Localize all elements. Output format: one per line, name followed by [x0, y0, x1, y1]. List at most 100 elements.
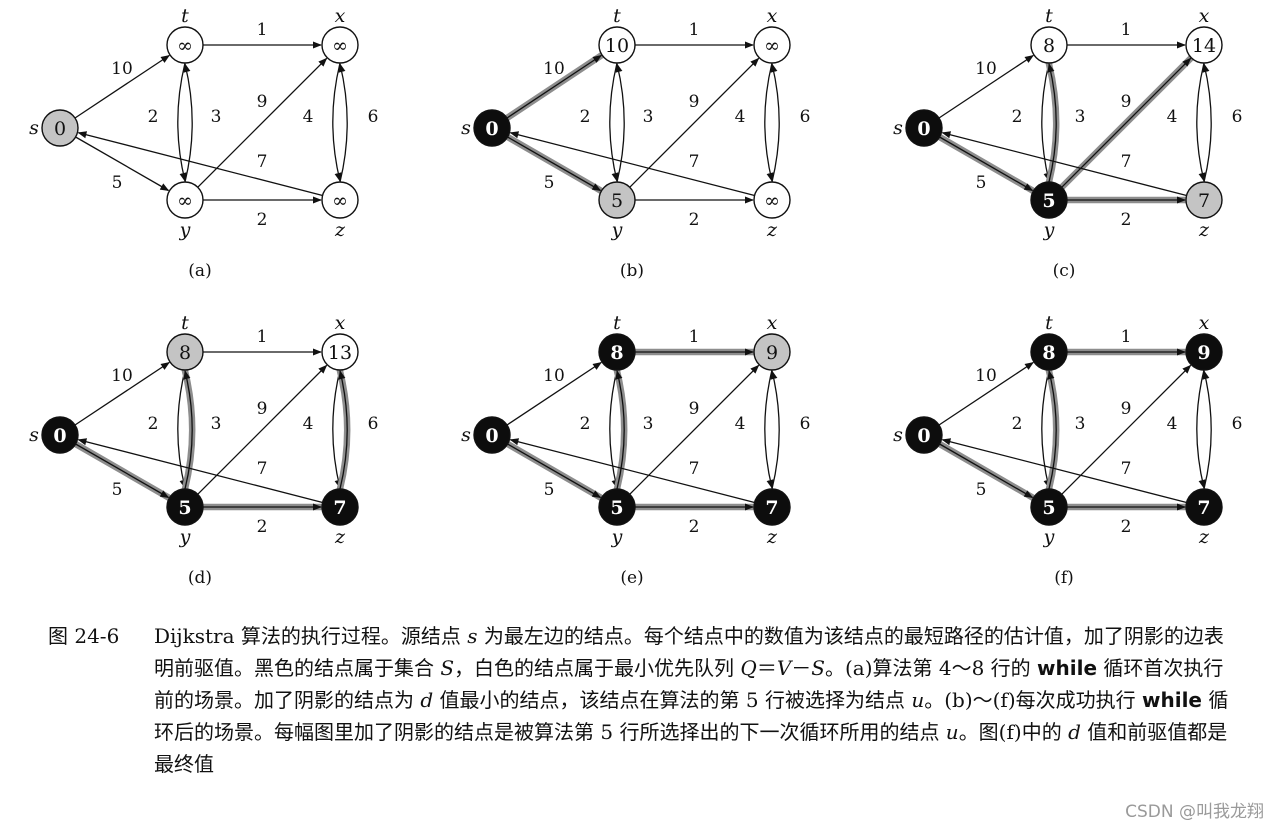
edge-weight-y-t: 3 [211, 414, 222, 434]
edge-y-t [183, 370, 193, 490]
edge-t-y [177, 369, 187, 489]
vertex-label-x: x [767, 312, 778, 334]
node-value-t: 8 [179, 342, 191, 364]
node-value-t: 10 [605, 35, 629, 57]
node-value-z: 7 [1197, 497, 1210, 519]
edge-s-y [75, 136, 170, 192]
edge-s-t [506, 361, 602, 426]
node-value-t: 8 [610, 342, 623, 364]
edge-s-y [507, 443, 602, 499]
edge-t-y [177, 62, 187, 182]
edge-weight-z-s: 7 [689, 152, 700, 172]
keyword-while: while [1142, 688, 1202, 712]
vertex-label-x: x [1199, 312, 1210, 334]
edge-weight-y-z: 2 [257, 210, 268, 230]
edge-weight-s-y: 5 [544, 480, 555, 500]
edge-s-t [506, 54, 602, 119]
edge-z-s [77, 438, 323, 504]
edge-z-x [338, 370, 348, 490]
vertex-label-x: x [335, 312, 346, 334]
node-x [321, 333, 359, 371]
edge-z-s [509, 131, 755, 197]
edge-weight-x-z: 4 [1167, 107, 1178, 127]
vertex-label-y: y [1043, 219, 1055, 241]
vertex-label-t: t [1045, 5, 1053, 27]
node-value-y: ∞ [177, 190, 193, 212]
node-y [598, 488, 636, 526]
vertex-label-s: s [893, 117, 903, 139]
edge-y-x [629, 364, 760, 495]
edge-y-x [629, 57, 760, 188]
edge-weight-x-z: 4 [735, 107, 746, 127]
node-value-y: 5 [610, 497, 623, 519]
node-s [905, 416, 943, 454]
edge-weight-y-x: 9 [689, 399, 700, 419]
edge-weight-z-x: 6 [800, 107, 811, 127]
node-x [1185, 333, 1223, 371]
node-value-x: ∞ [764, 35, 780, 57]
edge-weight-z-s: 7 [257, 459, 268, 479]
node-value-x: 9 [1197, 342, 1210, 364]
node-t [1030, 26, 1068, 64]
edge-t-y [609, 369, 619, 489]
vertex-label-y: y [611, 219, 623, 241]
edge-weight-y-t: 3 [1075, 107, 1086, 127]
node-value-y: 5 [611, 190, 623, 212]
edge-z-s [941, 131, 1187, 197]
node-value-x: ∞ [332, 35, 348, 57]
edge-weight-t-y: 2 [148, 107, 159, 127]
edge-x-z [332, 369, 342, 489]
node-value-t: ∞ [177, 35, 193, 57]
edge-weight-t-y: 2 [148, 414, 159, 434]
edge-weight-t-y: 2 [580, 107, 591, 127]
edge-weight-x-z: 4 [303, 414, 314, 434]
node-value-z: 7 [1198, 190, 1210, 212]
edge-weight-y-t: 3 [211, 107, 222, 127]
edge-weight-s-t: 10 [111, 366, 133, 386]
edge-weight-s-y: 5 [544, 173, 555, 193]
edge-y-x [197, 364, 328, 495]
node-value-y: 5 [1042, 190, 1055, 212]
edge-x-z [1196, 62, 1206, 182]
node-t [1030, 333, 1068, 371]
edge-z-x [338, 63, 348, 183]
node-y [166, 488, 204, 526]
vertex-label-x: x [335, 5, 346, 27]
edge-weight-s-t: 10 [543, 59, 565, 79]
vertex-label-z: z [334, 219, 346, 241]
edge-weight-t-y: 2 [1012, 414, 1023, 434]
vertex-label-s: s [29, 424, 39, 446]
node-y [1030, 488, 1068, 526]
vertex-label-t: t [181, 312, 189, 334]
node-s [905, 109, 943, 147]
node-value-z: ∞ [764, 190, 780, 212]
node-value-t: 8 [1043, 35, 1055, 57]
vertex-label-s: s [461, 117, 471, 139]
edge-s-t [74, 54, 170, 119]
edge-weight-z-x: 6 [368, 414, 379, 434]
edge-z-s [77, 131, 323, 197]
node-z [753, 488, 791, 526]
node-value-s: 0 [53, 425, 66, 447]
node-s [473, 109, 511, 147]
node-value-z: 7 [333, 497, 346, 519]
node-value-z: 7 [765, 497, 778, 519]
panel-caption: (b) [620, 261, 644, 281]
edge-weight-x-z: 4 [303, 107, 314, 127]
node-value-s: 0 [485, 425, 498, 447]
vertex-label-x: x [767, 5, 778, 27]
node-x [753, 333, 791, 371]
vertex-label-z: z [334, 526, 346, 548]
node-value-z: ∞ [332, 190, 348, 212]
edge-weight-t-x: 1 [1121, 20, 1132, 40]
panel-caption: (e) [620, 568, 643, 588]
vertex-label-y: y [179, 219, 191, 241]
edge-weight-y-x: 9 [257, 92, 268, 112]
vertex-label-x: x [1199, 5, 1210, 27]
edge-y-t [1047, 370, 1057, 490]
edge-y-t [615, 63, 625, 183]
vertex-label-t: t [613, 312, 621, 334]
edge-x-z [332, 62, 342, 182]
edge-weight-z-s: 7 [689, 459, 700, 479]
